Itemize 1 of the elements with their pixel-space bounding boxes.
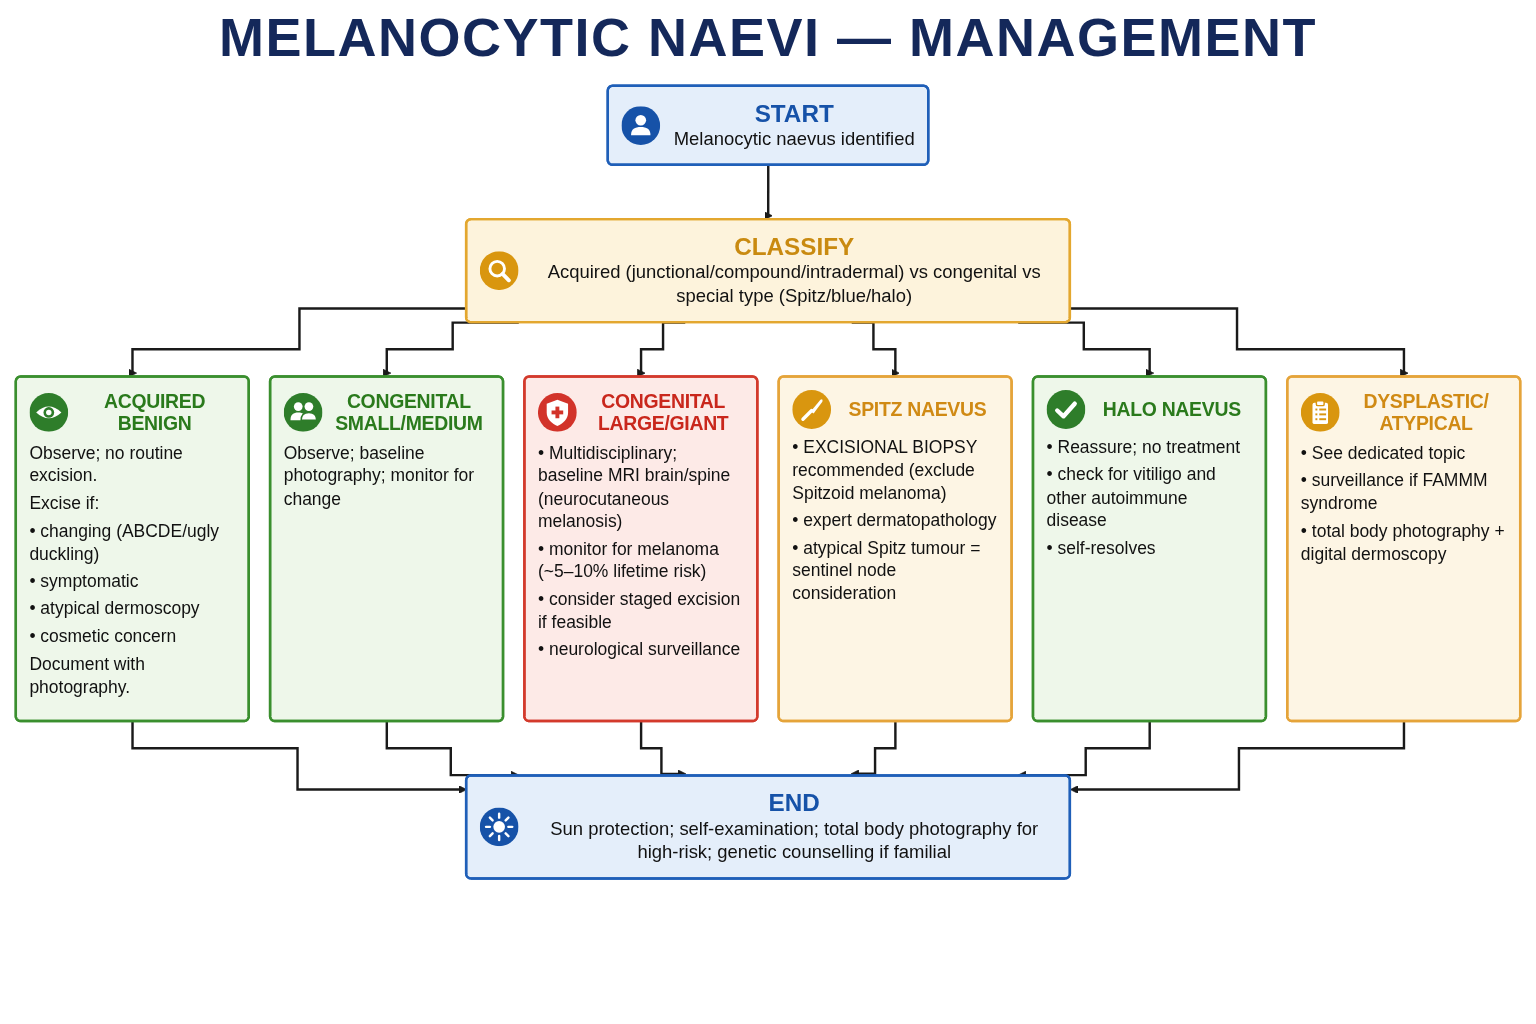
title: MELANOCYTIC NAEVI — MANAGEMENT xyxy=(219,6,1317,69)
